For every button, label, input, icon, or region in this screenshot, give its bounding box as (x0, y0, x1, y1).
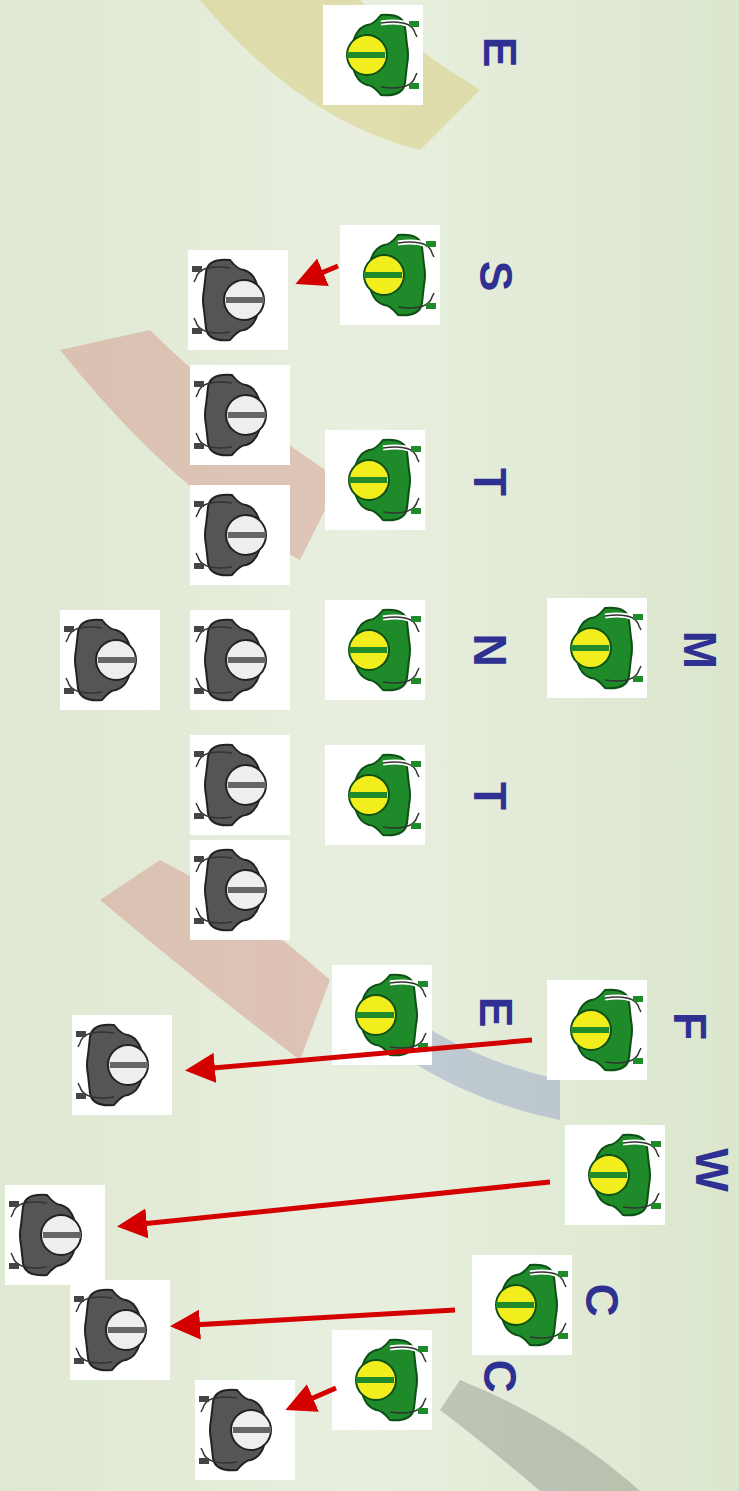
position-letter: S (473, 261, 519, 292)
position-letter: C (477, 1359, 523, 1392)
position-letter: F (667, 1012, 713, 1040)
position-letter: E (477, 37, 523, 68)
position-letter: W (689, 1148, 735, 1191)
position-letter: C (579, 1283, 625, 1316)
position-letter: N (467, 633, 513, 666)
position-letter: T (467, 782, 513, 810)
position-letter: T (467, 468, 513, 496)
position-letter: M (677, 631, 723, 669)
position-letter: E (473, 997, 519, 1028)
